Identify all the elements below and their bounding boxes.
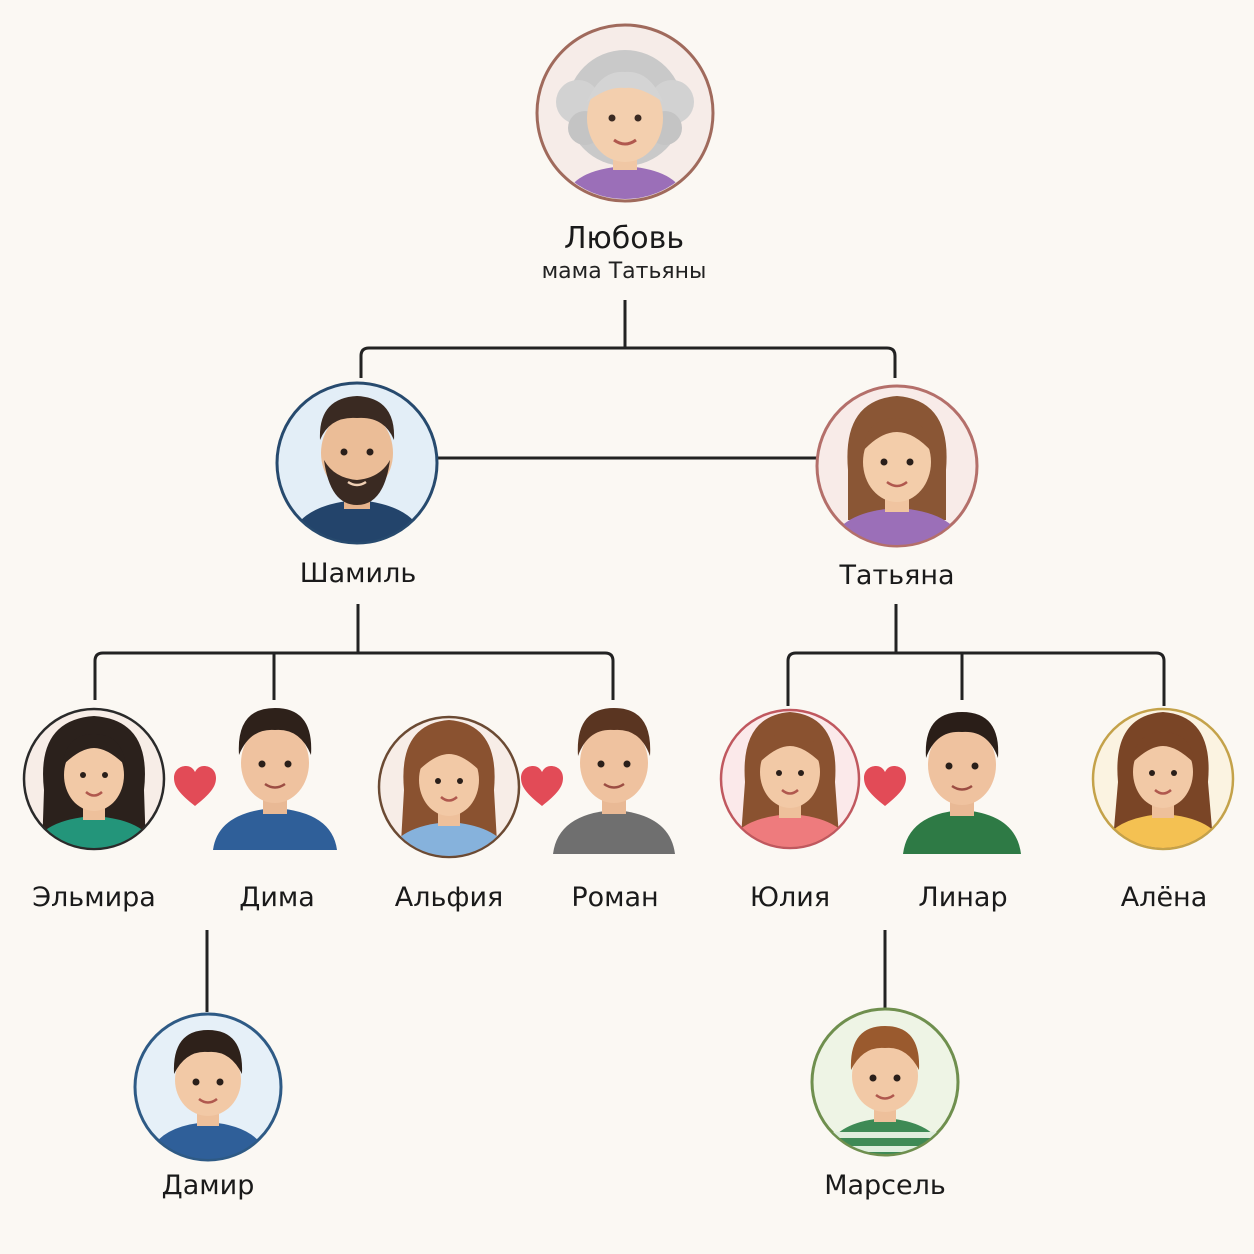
- avatar-dima: [213, 708, 337, 850]
- person-lyubov[interactable]: Любовь мама Татьяны: [535, 23, 715, 284]
- person-name-alyona: Алёна: [1121, 882, 1208, 913]
- avatar-shamil: [275, 381, 439, 545]
- person-name-damir: Дамир: [162, 1170, 255, 1201]
- person-name-alfiya: Альфия: [395, 882, 504, 913]
- person-name-marsel: Марсель: [824, 1170, 946, 1201]
- connectors: [93, 300, 1166, 1012]
- person-alfiya[interactable]: Альфия: [377, 715, 521, 913]
- avatar-alyona: [1091, 707, 1235, 851]
- connector-shamil-children: [93, 604, 615, 700]
- avatar-marsel: [810, 1007, 960, 1157]
- person-damir[interactable]: Дамир: [133, 1012, 283, 1201]
- person-name-shamil: Шамиль: [300, 558, 417, 589]
- person-subtitle-lyubov: мама Татьяны: [542, 259, 707, 284]
- person-name-tatyana: Татьяна: [838, 560, 954, 591]
- person-name-lyubov: Любовь: [564, 221, 684, 256]
- person-alyona[interactable]: Алёна: [1091, 707, 1235, 913]
- connector-lyubov-children: [359, 300, 897, 378]
- person-dima[interactable]: Дима: [213, 708, 337, 913]
- person-name-linar: Линар: [918, 882, 1007, 913]
- person-marsel[interactable]: Марсель: [810, 1007, 960, 1201]
- heart-icon: [174, 766, 216, 806]
- avatar-damir: [133, 1012, 283, 1162]
- avatar-alfiya: [377, 715, 521, 859]
- person-shamil[interactable]: Шамиль: [275, 381, 439, 589]
- connector-tatyana-children: [786, 604, 1166, 706]
- avatar-linar: [903, 712, 1021, 854]
- person-yuliya[interactable]: Юлия: [719, 708, 861, 913]
- heart-icon: [521, 766, 563, 806]
- person-name-dima: Дима: [239, 882, 315, 913]
- person-linar[interactable]: Линар: [903, 712, 1021, 913]
- avatar-tatyana: [815, 384, 979, 548]
- avatar-elmira: [22, 707, 166, 851]
- person-name-yuliya: Юлия: [750, 882, 830, 913]
- avatar-lyubov: [535, 23, 715, 203]
- avatar-yuliya: [719, 708, 861, 850]
- person-tatyana[interactable]: Татьяна: [815, 384, 979, 591]
- heart-icon: [864, 766, 906, 806]
- person-roman[interactable]: Роман: [553, 708, 675, 913]
- avatar-roman: [553, 708, 675, 854]
- person-elmira[interactable]: Эльмира: [22, 707, 166, 913]
- person-name-roman: Роман: [571, 882, 658, 913]
- person-name-elmira: Эльмира: [32, 882, 156, 913]
